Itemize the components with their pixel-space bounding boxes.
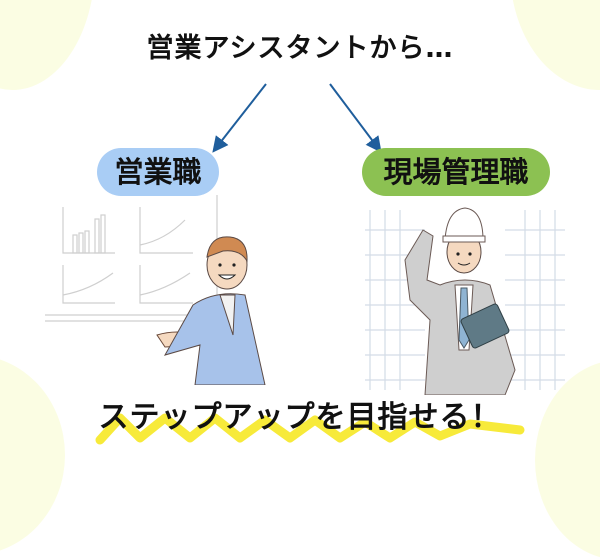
headline: 営業アシスタントから… xyxy=(146,33,454,64)
site-manager-role-badge: 現場管理職 xyxy=(362,148,550,196)
branch-arrows-icon xyxy=(212,83,382,153)
tagline: ステップアップを目指せる！ xyxy=(98,400,502,435)
sales-role-badge: 営業職 xyxy=(97,148,219,196)
salesperson-illustration xyxy=(45,195,266,385)
site-manager-illustration xyxy=(365,207,565,395)
highlight-underline xyxy=(95,413,525,445)
